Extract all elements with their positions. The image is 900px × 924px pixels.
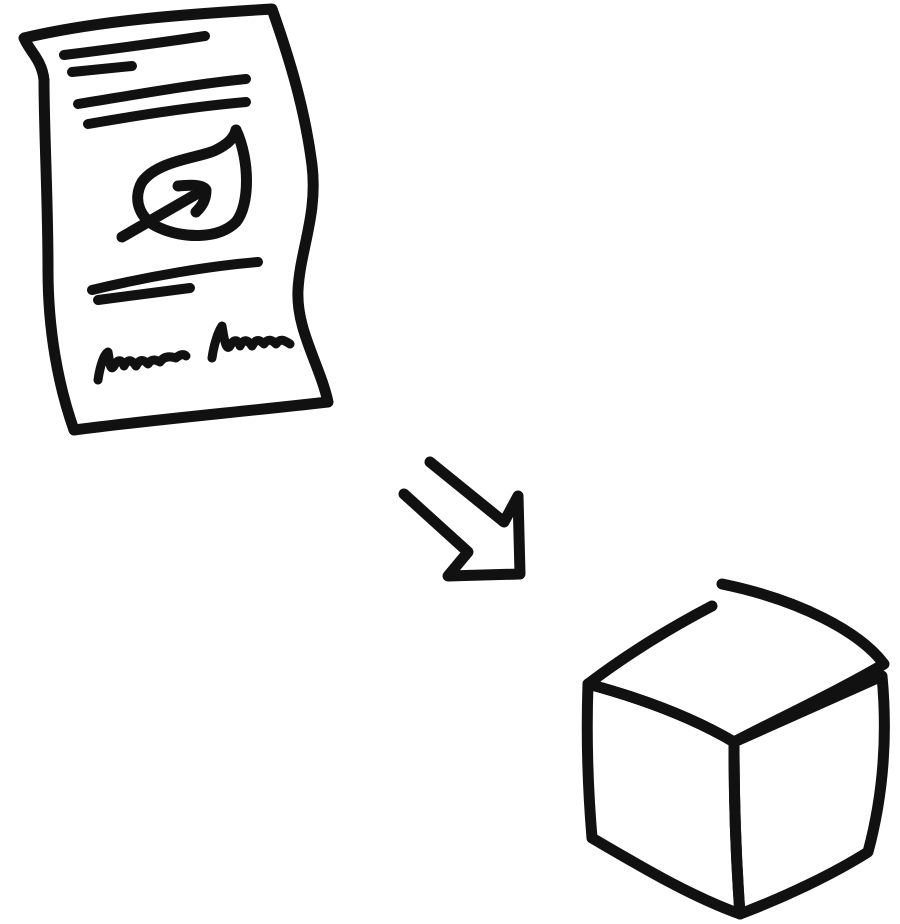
flow-arrow xyxy=(404,462,520,576)
document-footer-lines xyxy=(92,262,258,300)
box-side-face xyxy=(734,676,884,914)
box-front-face xyxy=(587,684,740,914)
signatures xyxy=(98,326,290,380)
certificate-document xyxy=(24,9,328,430)
box-top-face xyxy=(588,584,884,742)
signature-left xyxy=(98,352,186,380)
product-box xyxy=(587,584,884,914)
signature-right xyxy=(212,326,290,358)
leaf-emblem xyxy=(122,130,247,237)
document-text-lines xyxy=(64,36,246,124)
